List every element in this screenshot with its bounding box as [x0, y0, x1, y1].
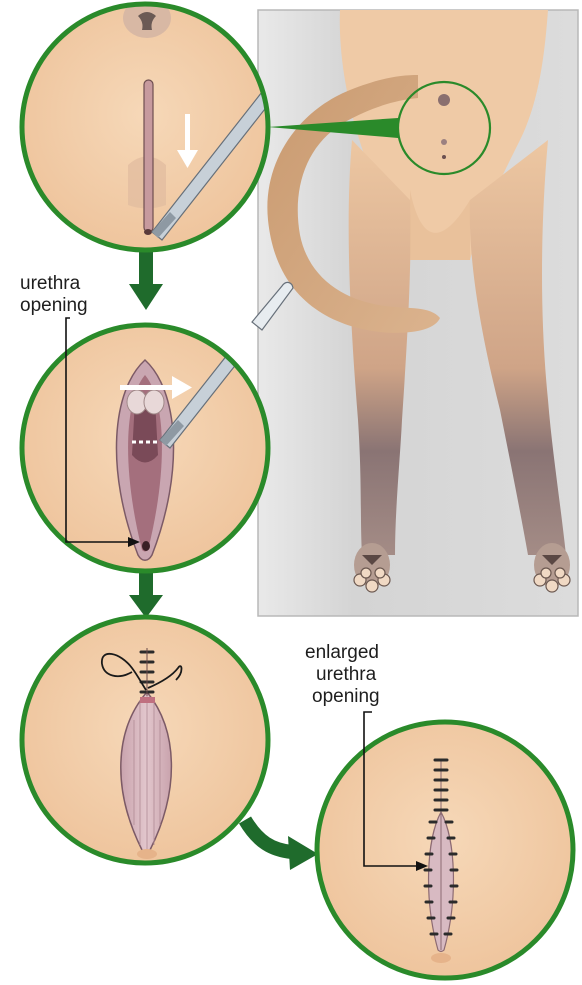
- right-paw: [534, 543, 570, 592]
- step-4-circle: [317, 722, 573, 978]
- urethra-opening-label-line-1: urethra: [20, 273, 80, 295]
- step-arrow-1: [129, 250, 163, 310]
- cat-rear-view: [258, 10, 578, 616]
- step-arrow-2: [129, 571, 163, 618]
- step-1-circle: [22, 0, 276, 250]
- step-3-circle: [22, 617, 268, 863]
- enlarged-urethra-label-line-1: enlarged: [305, 642, 379, 664]
- enlarged-urethra-label-line-3: opening: [312, 686, 380, 708]
- incision-line: [144, 80, 153, 232]
- enlarged-urethra-label-line-2: urethra: [316, 664, 376, 686]
- urethra-opening-label-line-2: opening: [20, 295, 88, 317]
- urethra-opening-marker: [142, 541, 150, 551]
- step-arrow-3: [245, 820, 318, 870]
- left-paw: [354, 543, 390, 592]
- step-2-circle: [22, 282, 293, 571]
